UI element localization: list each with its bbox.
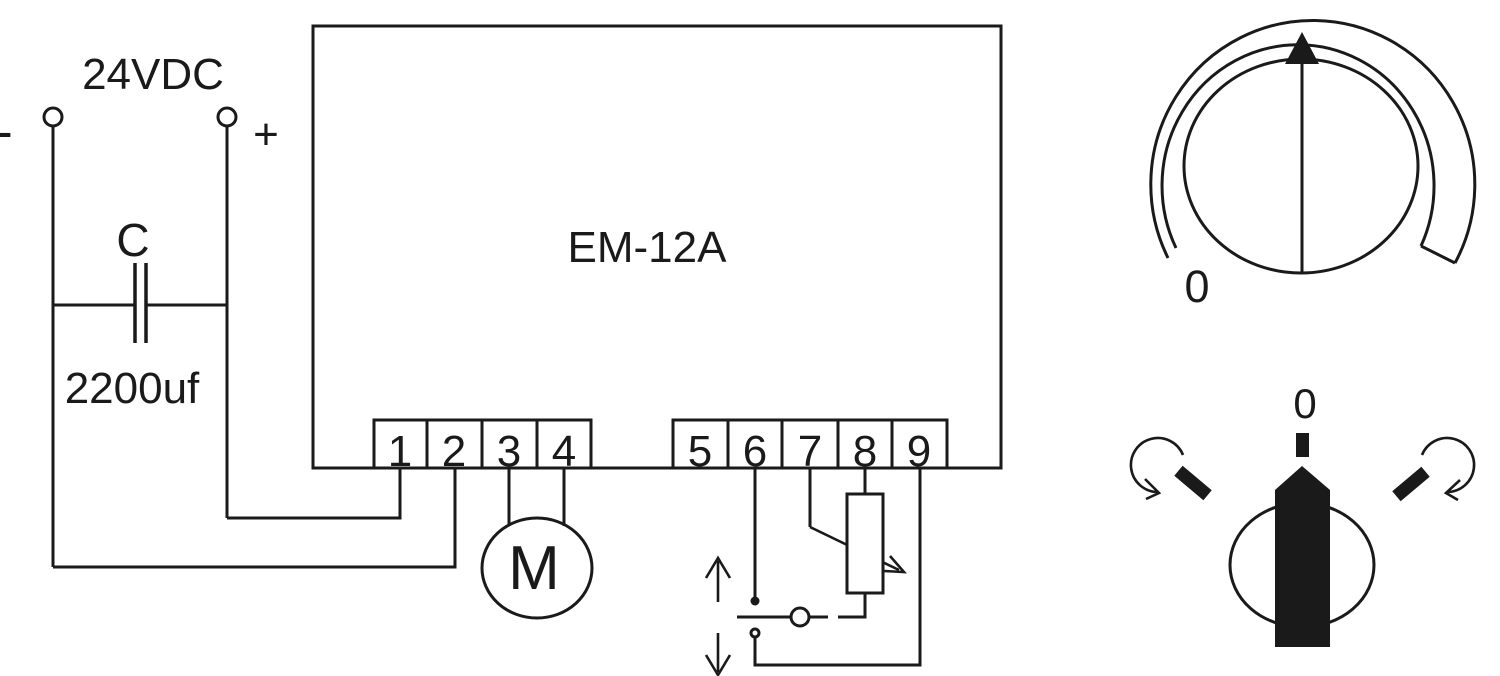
switch-pivot-circle [789, 606, 811, 628]
direction-switch: 0 [1129, 380, 1476, 647]
right-position-tick [1392, 466, 1430, 502]
terminal-box-5 [671, 418, 730, 470]
terminal-box-8 [836, 418, 894, 470]
controller: EM-12A 1 2 3 4 5 6 7 8 9 [311, 24, 1003, 476]
motor-circle [480, 516, 594, 620]
terminal-number-5: 5 [688, 427, 712, 476]
wiper-arrow-icon [883, 555, 907, 574]
knob-scale-end-hook [1420, 244, 1456, 265]
down-arrow-icon [704, 633, 732, 676]
capacitor-name-label: C [116, 214, 149, 266]
controller-box [311, 24, 1003, 470]
terminal-number-8: 8 [853, 427, 877, 476]
knob-pointer-icon [1285, 32, 1319, 64]
power-supply: 24VDC - + C 2200uf [0, 50, 457, 569]
upper-contact-dot [750, 596, 760, 606]
terminal-strip: 1 2 3 4 5 6 7 8 9 [372, 418, 949, 476]
potentiometer-body [845, 492, 885, 595]
plus-terminal-circle [216, 106, 238, 128]
terminal-box-4 [535, 418, 593, 470]
left-position-tick [1174, 465, 1212, 501]
rotate-right-arrow-icon [1420, 436, 1476, 502]
terminal-box-7 [780, 418, 840, 470]
voltage-label: 24VDC [82, 50, 224, 99]
plus-label: + [253, 110, 279, 159]
terminal-box-9 [890, 418, 949, 470]
terminal-number-4: 4 [552, 427, 576, 476]
terminal-number-6: 6 [743, 427, 767, 476]
capacitor: C 2200uf [53, 214, 227, 413]
terminal-number-1: 1 [388, 427, 412, 476]
speed-knob: 0 [1149, 18, 1477, 312]
controller-model-label: EM-12A [568, 223, 728, 272]
wire-contact-to-terminal9 [753, 468, 922, 667]
terminal-box-2 [425, 418, 484, 470]
capacitor-value-label: 2200uf [65, 364, 200, 413]
knob-scale-outer-arc [1149, 18, 1477, 264]
knob-scale-inner-arc [1160, 43, 1436, 249]
terminal-number-3: 3 [497, 427, 521, 476]
terminal-number-2: 2 [442, 427, 466, 476]
terminal-box-6 [726, 418, 784, 470]
minus-terminal-circle [42, 106, 64, 128]
minus-label: - [0, 103, 13, 161]
terminal-number-7: 7 [798, 427, 822, 476]
switch-handle-icon [1275, 466, 1330, 647]
center-position-tick [1296, 433, 1309, 457]
wire-pot-to-lever [838, 593, 867, 619]
knob-zero-label: 0 [1184, 261, 1209, 312]
motor: M [480, 468, 594, 620]
up-arrow-icon [704, 555, 732, 602]
lower-contact-dot [749, 627, 761, 639]
motor-label: M [508, 534, 560, 603]
potentiometer [838, 468, 885, 619]
switch-zero-label: 0 [1293, 380, 1316, 427]
wire-plus-to-terminal1 [227, 468, 402, 520]
rotate-left-arrow-icon [1129, 436, 1185, 501]
wire-minus-to-terminal2 [53, 468, 457, 569]
terminal-number-9: 9 [907, 427, 931, 476]
switch-circuit [704, 468, 922, 676]
